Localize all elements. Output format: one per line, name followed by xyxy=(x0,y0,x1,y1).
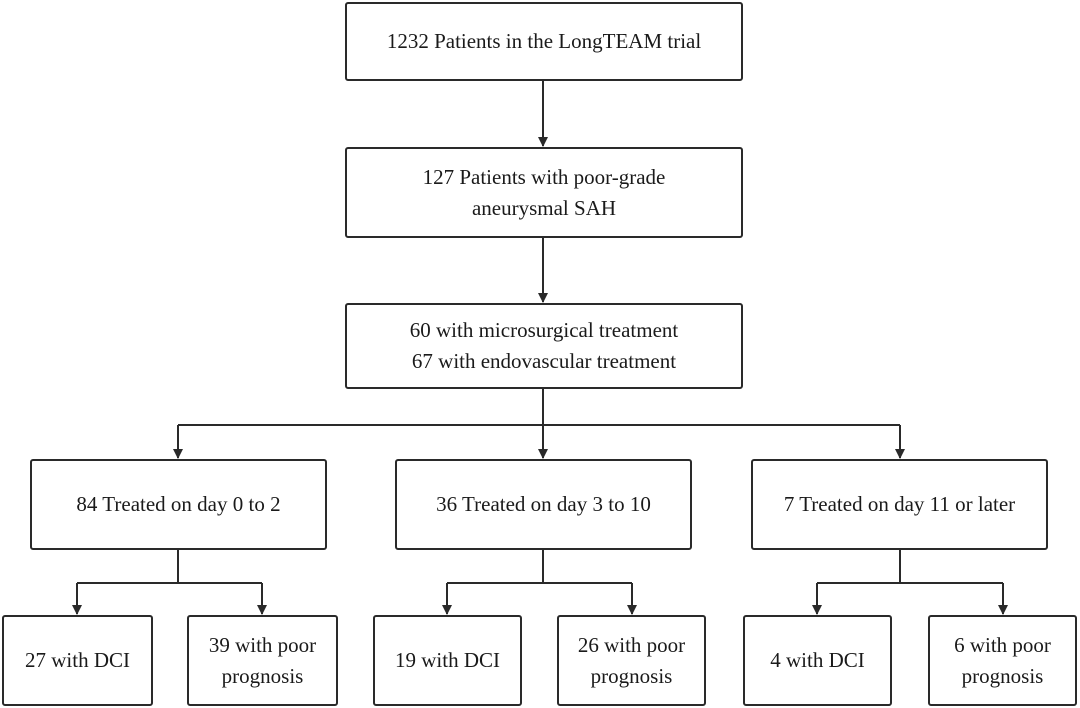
day-11-or-later-dci-text: 4 with DCI xyxy=(770,648,865,672)
day-0-to-2-dci-box: 27 with DCI xyxy=(2,615,153,706)
day-3-to-10-poor-prognosis-box: 26 with poor prognosis xyxy=(557,615,706,706)
day-11-or-later-dci-box: 4 with DCI xyxy=(743,615,892,706)
poor-grade-text-line-1: 127 Patients with poor-grade xyxy=(422,164,666,189)
treated-day-3-to-10-text: 36 Treated on day 3 to 10 xyxy=(436,492,651,516)
treated-day-3-to-10-box: 36 Treated on day 3 to 10 xyxy=(395,459,692,550)
total-patients-box: 1232 Patients in the LongTEAM trial xyxy=(345,2,743,81)
endovascular-treatment-text: 67 with endovascular treatment xyxy=(411,349,677,373)
treated-day-11-or-later-box: 7 Treated on day 11 or later xyxy=(751,459,1048,550)
day-3-to-10-poor-prognosis-line-1: 26 with poor xyxy=(577,632,686,657)
day-0-to-2-poor-prognosis-box: 39 with poor prognosis xyxy=(187,615,338,706)
day-0-to-2-dci-text: 27 with DCI xyxy=(25,648,130,672)
treated-day-11-or-later-text: 7 Treated on day 11 or later xyxy=(783,492,1016,516)
day-3-to-10-dci-text: 19 with DCI xyxy=(395,648,500,672)
day-0-to-2-poor-prognosis-line-1: 39 with poor xyxy=(208,632,317,657)
day-11-or-later-poor-prognosis-box: 6 with poor prognosis xyxy=(928,615,1077,706)
microsurgical-treatment-text: 60 with microsurgical treatment xyxy=(409,318,679,342)
day-3-to-10-dci-box: 19 with DCI xyxy=(373,615,522,706)
day-3-to-10-poor-prognosis-line-2: prognosis xyxy=(590,663,673,688)
total-patients-text: 1232 Patients in the LongTEAM trial xyxy=(386,29,702,53)
poor-grade-text-line-2: aneurysmal SAH xyxy=(471,195,617,220)
poor-grade-patients-box: 127 Patients with poor-grade aneurysmal … xyxy=(345,147,743,238)
day-11-or-later-poor-prognosis-line-1: 6 with poor xyxy=(954,632,1051,657)
day-11-or-later-poor-prognosis-line-2: prognosis xyxy=(961,663,1044,688)
treatment-type-box: 60 with microsurgical treatment 67 with … xyxy=(345,303,743,389)
treated-day-0-to-2-box: 84 Treated on day 0 to 2 xyxy=(30,459,327,550)
treated-day-0-to-2-text: 84 Treated on day 0 to 2 xyxy=(76,492,281,516)
day-0-to-2-poor-prognosis-line-2: prognosis xyxy=(221,663,304,688)
